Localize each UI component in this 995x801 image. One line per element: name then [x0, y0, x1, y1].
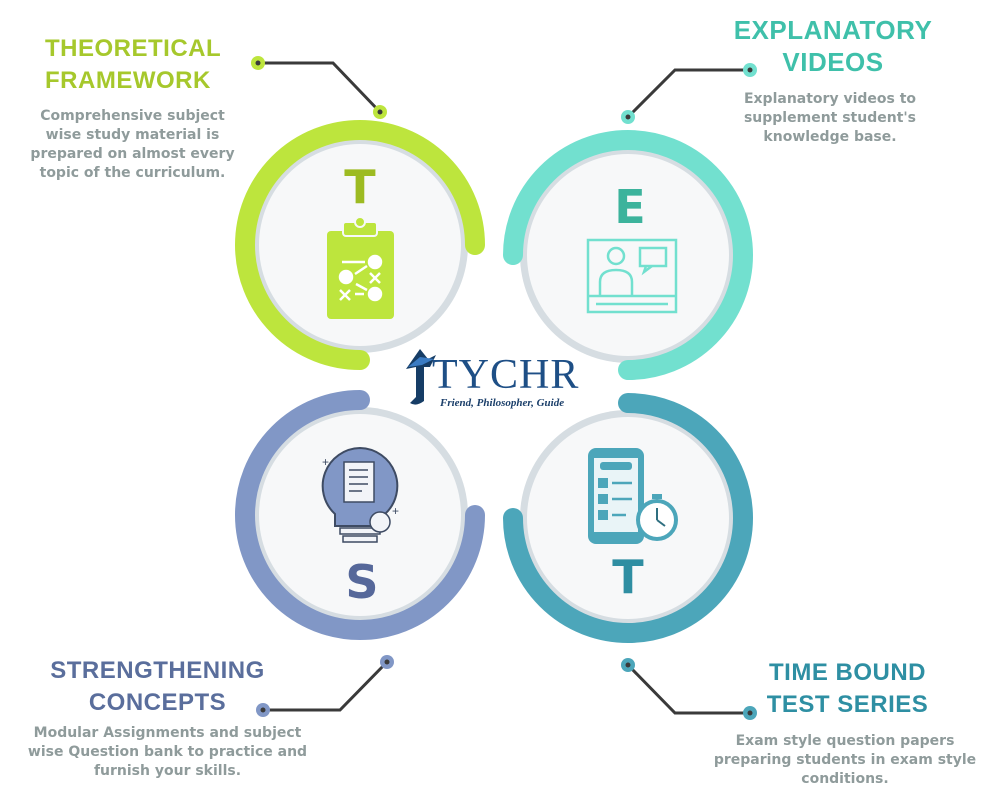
- body-line: supplement student's: [743, 110, 917, 126]
- body-line: Comprehensive subject: [40, 108, 225, 124]
- letter-t-theoretical: T: [344, 160, 376, 214]
- letter-t-timebound: T: [612, 550, 644, 604]
- title-line: FRAMEWORK: [45, 67, 211, 94]
- body-line: preparing students in exam style: [713, 752, 977, 768]
- video-lecture-icon: [586, 238, 678, 314]
- svg-text:+: +: [392, 504, 399, 518]
- phone-stopwatch-icon: [588, 448, 678, 544]
- body-line: Modular Assignments and subject: [33, 725, 302, 741]
- title-line: CONCEPTS: [88, 689, 227, 716]
- tychr-logo: TYCHR Friend, Philosopher, Guide: [400, 345, 600, 415]
- svg-text:+: +: [322, 455, 329, 469]
- logo-name: TYCHR: [432, 352, 580, 398]
- body-line: knowledge base.: [763, 129, 897, 145]
- title-line: EXPLANATORY: [733, 15, 933, 45]
- body-line: prepared on almost every: [30, 146, 235, 162]
- title-line: TIME BOUND: [769, 659, 926, 686]
- body-line: wise study material is: [45, 127, 220, 143]
- letter-s-strengthening: S: [345, 555, 379, 609]
- body-line: topic of the curriculum.: [39, 165, 226, 181]
- theoretical-description: Comprehensive subject wise study materia…: [20, 107, 245, 183]
- body-line: Explanatory videos to: [743, 91, 917, 107]
- body-line: wise Question bank to practice and: [27, 744, 308, 760]
- timebound-description: Exam style question papers preparing stu…: [695, 732, 995, 789]
- logo-cross-icon: [406, 349, 436, 405]
- title-line: STRENGTHENING: [50, 657, 265, 684]
- lightbulb-document-icon: ++: [321, 446, 399, 543]
- title-line: THEORETICAL: [45, 35, 222, 62]
- connector-dots: [251, 56, 757, 720]
- circle-explanatory: [503, 130, 753, 380]
- title-line: TEST SERIES: [766, 691, 929, 718]
- strengthening-description: Modular Assignments and subject wise Que…: [15, 724, 320, 781]
- strengthening-title: STRENGTHENING CONCEPTS: [30, 655, 285, 719]
- explanatory-description: Explanatory videos to supplement student…: [710, 90, 950, 147]
- body-line: Exam style question papers: [735, 733, 955, 749]
- title-line: VIDEOS: [782, 47, 884, 77]
- logo-tagline: Friend, Philosopher, Guide: [440, 397, 565, 409]
- body-line: conditions.: [801, 771, 889, 787]
- theoretical-title: THEORETICAL FRAMEWORK: [45, 33, 221, 97]
- letter-e-explanatory: E: [614, 180, 646, 234]
- explanatory-title: EXPLANATORY VIDEOS: [713, 14, 953, 78]
- timebound-title: TIME BOUND TEST SERIES: [740, 657, 955, 721]
- body-line: furnish your skills.: [93, 763, 242, 779]
- connector-lines: [258, 61, 750, 715]
- clipboard-strategy-icon: [327, 216, 394, 319]
